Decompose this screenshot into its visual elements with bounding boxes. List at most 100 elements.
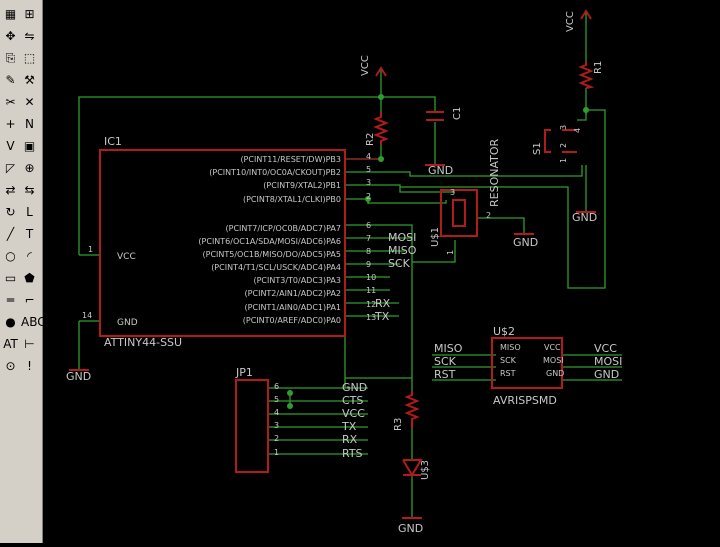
ic1-pin-num: 4 xyxy=(366,152,371,161)
junction-icon[interactable]: ● xyxy=(5,315,16,329)
vcc-symbol: VCC xyxy=(565,11,576,32)
arc-icon[interactable]: ◜ xyxy=(27,249,32,263)
u2-outer-right: MOSI xyxy=(594,355,622,368)
gnd-symbol: GND xyxy=(428,164,453,177)
led-body xyxy=(402,459,423,477)
net-miso: MISO xyxy=(388,244,417,257)
wrench-icon[interactable]: ⚒ xyxy=(24,73,35,87)
grid-icon[interactable]: ⊞ xyxy=(24,7,35,21)
add-icon[interactable]: + xyxy=(5,117,16,131)
u2-inner-label: VCC xyxy=(544,343,561,352)
abc-icon[interactable]: ABC xyxy=(21,315,46,329)
s1-pin: 2 xyxy=(559,143,568,148)
move-icon[interactable]: ✥ xyxy=(5,29,16,43)
net-sck: SCK xyxy=(388,257,411,270)
ic1-pin-label: (PCINT9/XTAL2)PB1 xyxy=(263,181,341,190)
layer-settings-icon[interactable]: ▦ xyxy=(4,7,17,21)
junctions xyxy=(287,94,589,409)
name-icon[interactable]: N xyxy=(25,117,34,131)
s1-pin: 4 xyxy=(573,128,582,133)
ic1-pin-label: (PCINT5/OC1B/MISO/DO/ADC5)PA5 xyxy=(203,250,342,259)
gateswap-icon[interactable]: ⇆ xyxy=(24,183,35,197)
u2-name: U$2 xyxy=(493,325,515,338)
ic1-name: IC1 xyxy=(104,135,122,148)
led-label: U$3 xyxy=(420,460,431,480)
jp1-signal: GND xyxy=(342,381,367,394)
resonator-name: U$1 xyxy=(430,227,441,247)
u2-outer-right: VCC xyxy=(594,342,617,355)
ic1-pin-label: (PCINT4/T1/SCL/USCK/ADC4)PA4 xyxy=(211,263,341,272)
resonator-pin: 2 xyxy=(486,211,491,220)
resonator-pin: 3 xyxy=(450,188,455,197)
attribute-icon[interactable]: AT xyxy=(3,337,18,351)
value-icon[interactable]: V xyxy=(6,139,15,153)
drc-icon[interactable]: ⊙ xyxy=(5,359,16,373)
ic1-pin-num: 6 xyxy=(366,221,371,230)
ic1-pin-label: (PCINT11/RESET/DW)PB3 xyxy=(240,155,341,164)
jp1-signal: TX xyxy=(341,420,357,433)
u2-inner-label: GND xyxy=(546,369,564,378)
ic1-pin-label: (PCINT3/T0/ADC3)PA3 xyxy=(253,276,341,285)
mirror-icon[interactable]: ⇋ xyxy=(24,29,35,43)
u2-inner-label: MISO xyxy=(500,343,521,352)
ic1-pin-label: (PCINT0/AREF/ADC0)PA0 xyxy=(243,316,341,325)
miter-icon[interactable]: ◸ xyxy=(5,161,16,175)
u2-inner-label: RST xyxy=(500,369,516,378)
ic1-gnd-pin: GND xyxy=(117,318,138,328)
r2-body xyxy=(373,112,389,145)
dimension-icon[interactable]: ⊢ xyxy=(24,337,35,351)
replace-icon[interactable]: ↻ xyxy=(5,205,16,219)
ic1-pin-num: 12 xyxy=(366,300,376,309)
r1-label: R1 xyxy=(593,61,604,74)
pencil-icon[interactable]: ✎ xyxy=(5,73,16,87)
jp1-pin-num: 2 xyxy=(274,434,279,443)
resonator-pin: 1 xyxy=(446,250,455,255)
net-rx: RX xyxy=(375,297,391,310)
u2-outer-left: RST xyxy=(434,368,456,381)
jp1-pin-num: 6 xyxy=(274,382,279,391)
r2-label: R2 xyxy=(365,133,376,146)
jp1-pin-num: 3 xyxy=(274,421,279,430)
u2-inner-label: SCK xyxy=(500,356,517,365)
erc-icon[interactable]: ! xyxy=(27,359,32,373)
ic1-body xyxy=(99,149,346,337)
invoke-icon[interactable]: ⊕ xyxy=(24,161,35,175)
ic1-pin-num: 11 xyxy=(366,286,376,295)
u2-outer-right: GND xyxy=(594,368,619,381)
s1-pin: 3 xyxy=(559,125,568,130)
net-icon[interactable]: ⌐ xyxy=(24,293,35,307)
wire-vcc-bus xyxy=(78,96,436,255)
ic1-pin-label: (PCINT2/AIN1/ADC2)PA2 xyxy=(245,289,341,298)
label-icon[interactable]: L xyxy=(26,205,33,219)
pinswap-icon[interactable]: ⇄ xyxy=(5,183,16,197)
ic1-pin-num: 9 xyxy=(366,260,371,269)
resonator-value: RESONATOR xyxy=(488,138,501,207)
delete-icon[interactable]: ✕ xyxy=(24,95,35,109)
circle-icon[interactable]: ○ xyxy=(5,249,16,263)
u2-inner-label: MOSI xyxy=(543,356,564,365)
vcc-arrow xyxy=(580,9,592,20)
gnd-symbol: GND xyxy=(513,236,538,249)
vcc-arrow xyxy=(375,66,387,77)
rect-icon[interactable]: ▭ xyxy=(4,271,17,285)
split-icon[interactable]: ✂ xyxy=(5,95,16,109)
ic1-value: ATTINY44-SSU xyxy=(104,336,182,349)
jp1-pin-num: 4 xyxy=(274,408,279,417)
select-icon[interactable]: ⬚ xyxy=(23,51,36,65)
ic1-pin-num: 5 xyxy=(366,165,371,174)
text-icon[interactable]: T xyxy=(25,227,34,241)
smash-icon[interactable]: ▣ xyxy=(23,139,36,153)
ic1-pin-label: (PCINT8/XTAL1/CLKI)PB0 xyxy=(243,195,341,204)
jp1-signal: RTS xyxy=(342,447,363,460)
jp1-name: JP1 xyxy=(235,366,253,379)
line-icon[interactable]: ╱ xyxy=(6,227,15,241)
wires xyxy=(78,12,622,518)
ic1-pin-label: (PCINT7/ICP/OC0B/ADC7)PA7 xyxy=(226,224,341,233)
ic1-pin-label: (PCINT10/INT0/OC0A/CKOUT)PB2 xyxy=(209,168,341,177)
copy-icon[interactable]: ⎘ xyxy=(5,51,16,65)
polygon-icon[interactable]: ⬟ xyxy=(24,271,35,285)
jp1-signal: VCC xyxy=(342,407,365,420)
bus-icon[interactable]: ═ xyxy=(6,293,15,307)
jp1-pin-num: 5 xyxy=(274,395,279,404)
